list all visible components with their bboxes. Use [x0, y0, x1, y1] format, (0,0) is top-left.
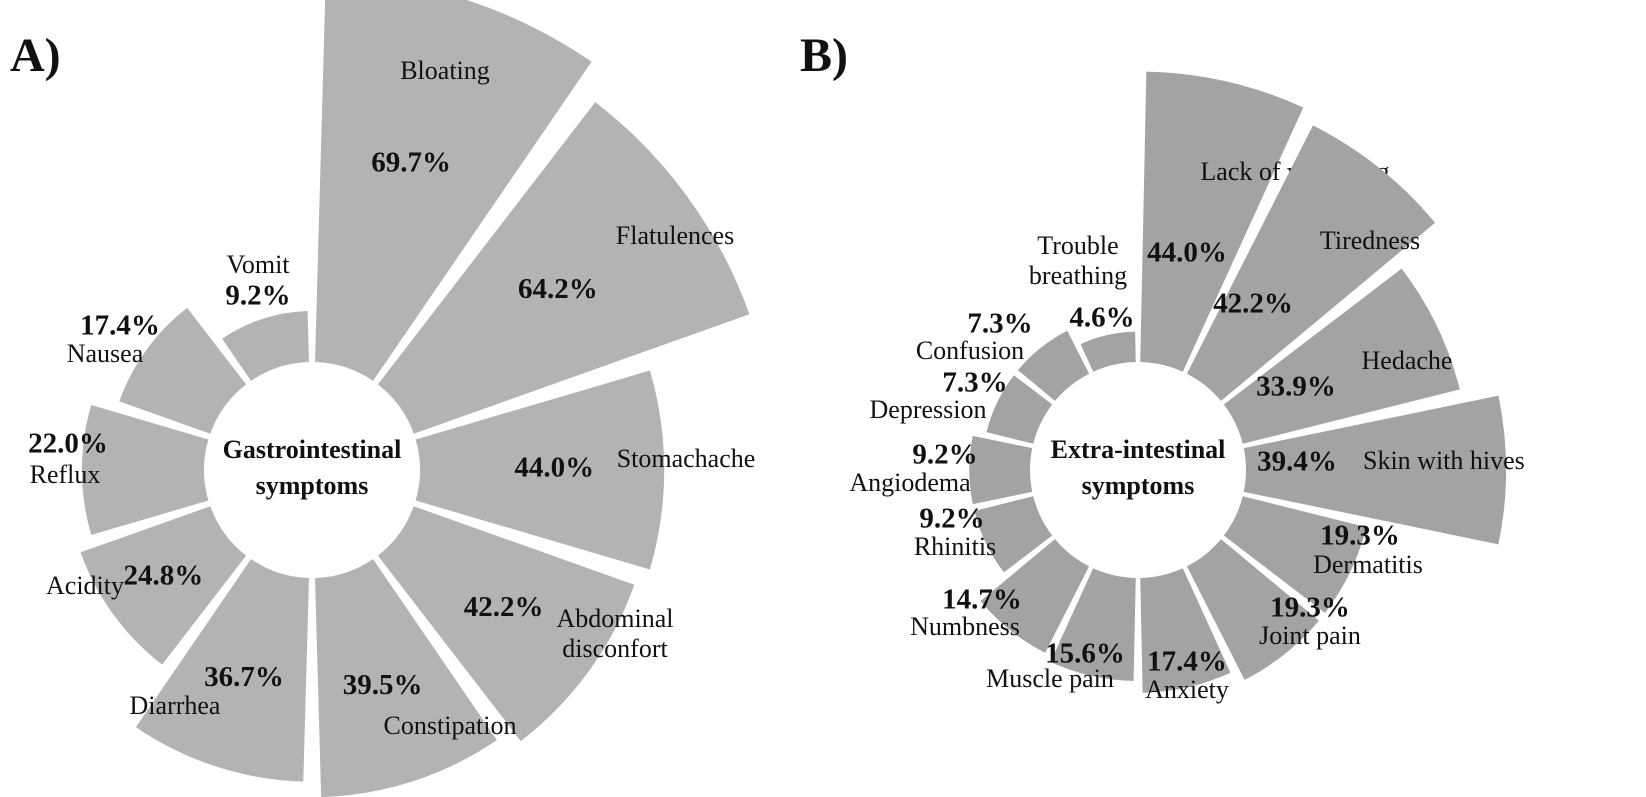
- wedge-reflux: [81, 405, 209, 535]
- category-label-reflux: Reflux: [30, 460, 101, 489]
- wedge-acidity: [80, 506, 247, 665]
- pct-label-stomachache: 44.0%: [514, 452, 594, 484]
- wedge-anxiety: [1140, 568, 1231, 693]
- wedge-skin-with-hives: [1243, 395, 1507, 545]
- pct-label-anxiety: 17.4%: [1147, 646, 1227, 678]
- wedge-bloating: [315, 0, 592, 381]
- category-label-bloating: Bloating: [400, 56, 490, 85]
- center-label-2: symptoms: [256, 471, 369, 500]
- pct-label-lack-of-wellbeing: 44.0%: [1147, 237, 1227, 269]
- wedge-angiodema: [969, 435, 1033, 505]
- category-label-depression: Depression: [870, 395, 987, 424]
- pct-label-muscle-pain: 15.6%: [1045, 638, 1125, 670]
- category-label-dermatitis: Dermatitis: [1313, 550, 1423, 579]
- category-label-vomit: Vomit: [226, 250, 290, 279]
- wedge-lack-of-wellbeing: [1140, 71, 1304, 372]
- wedge-flatulences: [377, 102, 750, 434]
- center-label-1: Gastrointestinal: [223, 435, 402, 464]
- wedge-trouble-breathing: [1080, 331, 1136, 372]
- pct-label-hedache: 33.9%: [1256, 371, 1336, 403]
- pct-label-dermatitis: 19.3%: [1320, 520, 1400, 552]
- wedge-muscle-pain: [1050, 568, 1136, 681]
- chart-a-gastrointestinal: A) 69.7% Bloating 64.2% Flatulences 44.0% Stom…: [10, 0, 755, 797]
- pct-label-abdominal-disconfort: 42.2%: [464, 591, 544, 623]
- category-label-stomachache: Stomachache: [617, 444, 756, 473]
- wedge-numbness: [980, 539, 1090, 653]
- wedge-confusion: [1017, 330, 1090, 401]
- pct-label-depression: 7.3%: [942, 367, 1007, 399]
- wedge-joint-pain: [1186, 539, 1319, 680]
- category-label-anxiety: Anxiety: [1145, 675, 1229, 704]
- wedge-depression: [986, 375, 1053, 444]
- panel-letter: A): [10, 29, 61, 82]
- category-label-joint-pain: Joint pain: [1259, 621, 1361, 650]
- wedge-rhinitis: [974, 496, 1053, 573]
- pct-label-angiodema: 9.2%: [912, 439, 977, 471]
- category-label-skin-with-hives: Skin with hives: [1363, 446, 1525, 475]
- pct-label-joint-pain: 19.3%: [1270, 592, 1350, 624]
- panel-letter: B): [800, 29, 848, 82]
- pct-label-confusion: 7.3%: [967, 308, 1032, 340]
- pct-label-vomit: 9.2%: [225, 280, 290, 312]
- category-label-abdominal-disconfort-1: Abdominal: [557, 604, 674, 633]
- category-label-trouble-breathing-2: breathing: [1029, 261, 1127, 290]
- category-label-flatulences: Flatulences: [616, 221, 734, 250]
- category-label-angiodema: Angiodema: [849, 468, 971, 497]
- pct-label-bloating: 69.7%: [371, 147, 451, 179]
- wedge-abdominal-disconfort: [377, 506, 635, 742]
- category-label-acidity: Acidity: [46, 571, 124, 600]
- category-label-hedache: Hedache: [1362, 346, 1453, 375]
- center-label-1: Extra-intestinal: [1051, 435, 1226, 464]
- wedge-diarrhea: [135, 559, 309, 782]
- pct-label-nausea: 17.4%: [80, 310, 160, 342]
- category-label-numbness: Numbness: [910, 612, 1020, 641]
- pct-label-reflux: 22.0%: [28, 428, 108, 460]
- wedge-dermatitis: [1223, 496, 1367, 613]
- pct-label-rhinitis: 9.2%: [919, 503, 984, 535]
- pct-label-diarrhea: 36.7%: [204, 661, 284, 693]
- center-label-2: symptoms: [1082, 471, 1195, 500]
- pct-label-tiredness: 42.2%: [1213, 288, 1293, 320]
- pct-label-constipation: 39.5%: [343, 669, 423, 701]
- pct-label-skin-with-hives: 39.4%: [1257, 446, 1337, 478]
- wedge-stomachache: [415, 370, 665, 570]
- category-label-nausea: Nausea: [67, 339, 144, 368]
- category-label-rhinitis: Rhinitis: [914, 532, 996, 561]
- pct-label-flatulences: 64.2%: [518, 273, 598, 305]
- category-label-trouble-breathing-1: Trouble: [1037, 231, 1118, 260]
- category-label-constipation: Constipation: [384, 711, 517, 740]
- wedge-hedache: [1223, 268, 1460, 444]
- pct-label-trouble-breathing: 4.6%: [1069, 302, 1134, 334]
- pct-label-acidity: 24.8%: [124, 560, 204, 592]
- wedge-vomit: [222, 311, 309, 381]
- wedge-tiredness: [1186, 125, 1436, 401]
- category-label-diarrhea: Diarrhea: [130, 691, 221, 720]
- wedge-constipation: [315, 559, 497, 797]
- category-label-muscle-pain: Muscle pain: [986, 664, 1114, 693]
- wedge-nausea: [119, 307, 247, 434]
- category-label-confusion: Confusion: [916, 336, 1024, 365]
- category-label-tiredness: Tiredness: [1320, 226, 1420, 255]
- chart-b-extra-intestinal: B)44.0%Lack of wellbeing42.2%Tiredness33…: [800, 29, 1525, 704]
- pct-label-numbness: 14.7%: [942, 584, 1022, 616]
- category-label-abdominal-disconfort-2: disconfort: [562, 634, 668, 663]
